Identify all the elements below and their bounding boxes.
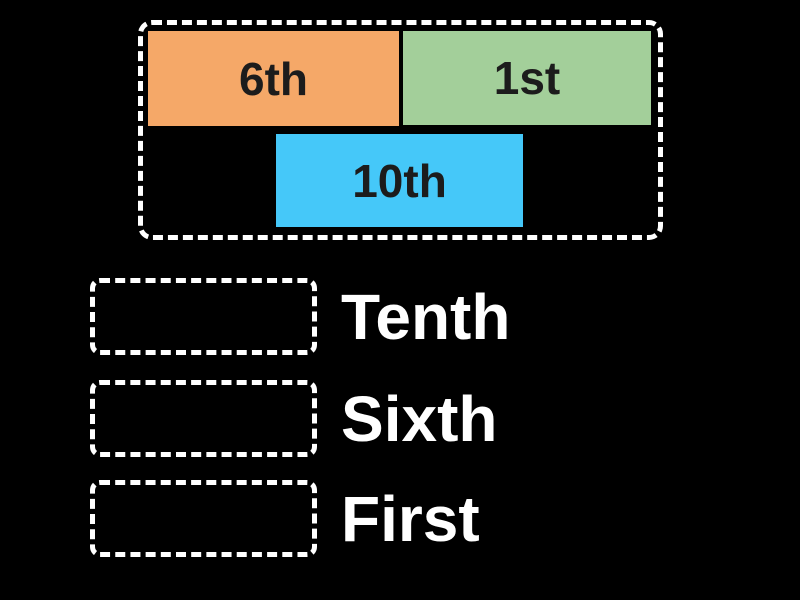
question-row-tenth: Tenth [90, 278, 510, 355]
dropzone-first[interactable] [90, 480, 317, 557]
tile-label: 6th [239, 52, 308, 105]
draggable-tile-10th[interactable]: 10th [276, 134, 523, 227]
draggable-tile-1st[interactable]: 1st [403, 31, 651, 125]
answer-tile-pool: 6th 1st 10th [138, 20, 663, 240]
draggable-tile-6th[interactable]: 6th [148, 31, 399, 126]
question-row-first: First [90, 480, 480, 557]
question-label: First [341, 482, 480, 555]
dropzone-tenth[interactable] [90, 278, 317, 355]
tile-label: 10th [352, 154, 447, 207]
question-label: Tenth [341, 280, 511, 353]
tile-label: 1st [493, 52, 561, 104]
dropzone-sixth[interactable] [90, 380, 317, 457]
question-row-sixth: Sixth [90, 380, 497, 457]
question-label: Sixth [341, 382, 498, 455]
